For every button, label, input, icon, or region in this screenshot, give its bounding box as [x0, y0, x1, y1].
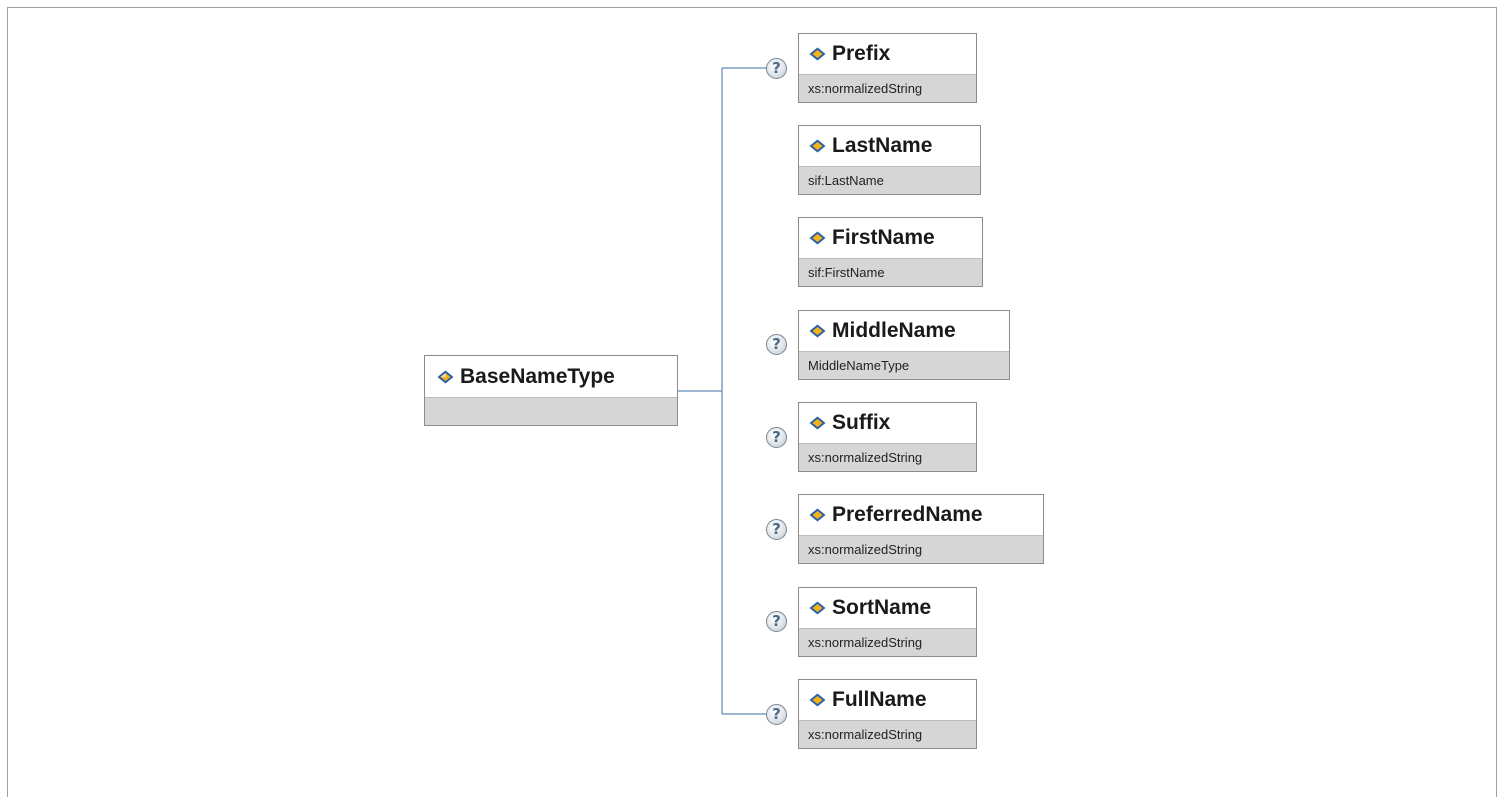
- element-type: xs:normalizedString: [799, 535, 1043, 563]
- element-type: xs:normalizedString: [799, 720, 976, 748]
- element-type: MiddleNameType: [799, 351, 1009, 379]
- element-diamond-icon: [809, 693, 826, 706]
- element-diamond-icon: [809, 324, 826, 337]
- element-type: xs:normalizedString: [799, 74, 976, 102]
- optional-icon-fullname: ?: [766, 704, 787, 725]
- optional-icon-sortname: ?: [766, 611, 787, 632]
- optional-icon-prefix: ?: [766, 58, 787, 79]
- element-diamond-icon: [809, 231, 826, 244]
- element-name: MiddleName: [832, 318, 956, 342]
- element-node-firstname[interactable]: FirstName sif:FirstName: [798, 217, 983, 287]
- element-node-middlename[interactable]: MiddleName MiddleNameType: [798, 310, 1010, 380]
- optional-icon-middlename: ?: [766, 334, 787, 355]
- diagram-frame: [7, 7, 1497, 797]
- element-name: LastName: [832, 133, 933, 157]
- element-node-fullname[interactable]: FullName xs:normalizedString: [798, 679, 977, 749]
- optional-icon-suffix: ?: [766, 427, 787, 448]
- element-diamond-icon: [809, 601, 826, 614]
- element-type: xs:normalizedString: [799, 443, 976, 471]
- element-type: sif:LastName: [799, 166, 980, 194]
- element-node-lastname[interactable]: LastName sif:LastName: [798, 125, 981, 195]
- root-name: BaseNameType: [460, 365, 615, 388]
- element-name: Suffix: [832, 410, 891, 434]
- element-node-preferredname[interactable]: PreferredName xs:normalizedString: [798, 494, 1044, 564]
- optional-icon-preferredname: ?: [766, 519, 787, 540]
- element-node-sortname[interactable]: SortName xs:normalizedString: [798, 587, 977, 657]
- element-diamond-icon: [809, 508, 826, 521]
- element-diamond-icon: [809, 139, 826, 152]
- element-node-prefix[interactable]: Prefix xs:normalizedString: [798, 33, 977, 103]
- root-header: BaseNameType: [425, 356, 677, 398]
- element-name: PreferredName: [832, 502, 983, 526]
- element-node-suffix[interactable]: Suffix xs:normalizedString: [798, 402, 977, 472]
- element-name: SortName: [832, 595, 932, 619]
- element-name: Prefix: [832, 41, 891, 65]
- element-name: FullName: [832, 687, 927, 711]
- element-name: FirstName: [832, 225, 935, 249]
- element-diamond-icon: [809, 47, 826, 60]
- root-node[interactable]: BaseNameType: [424, 355, 678, 426]
- element-diamond-icon: [809, 416, 826, 429]
- element-diamond-icon: [437, 370, 454, 384]
- element-type: xs:normalizedString: [799, 628, 976, 656]
- root-type: [425, 397, 677, 425]
- element-type: sif:FirstName: [799, 258, 982, 286]
